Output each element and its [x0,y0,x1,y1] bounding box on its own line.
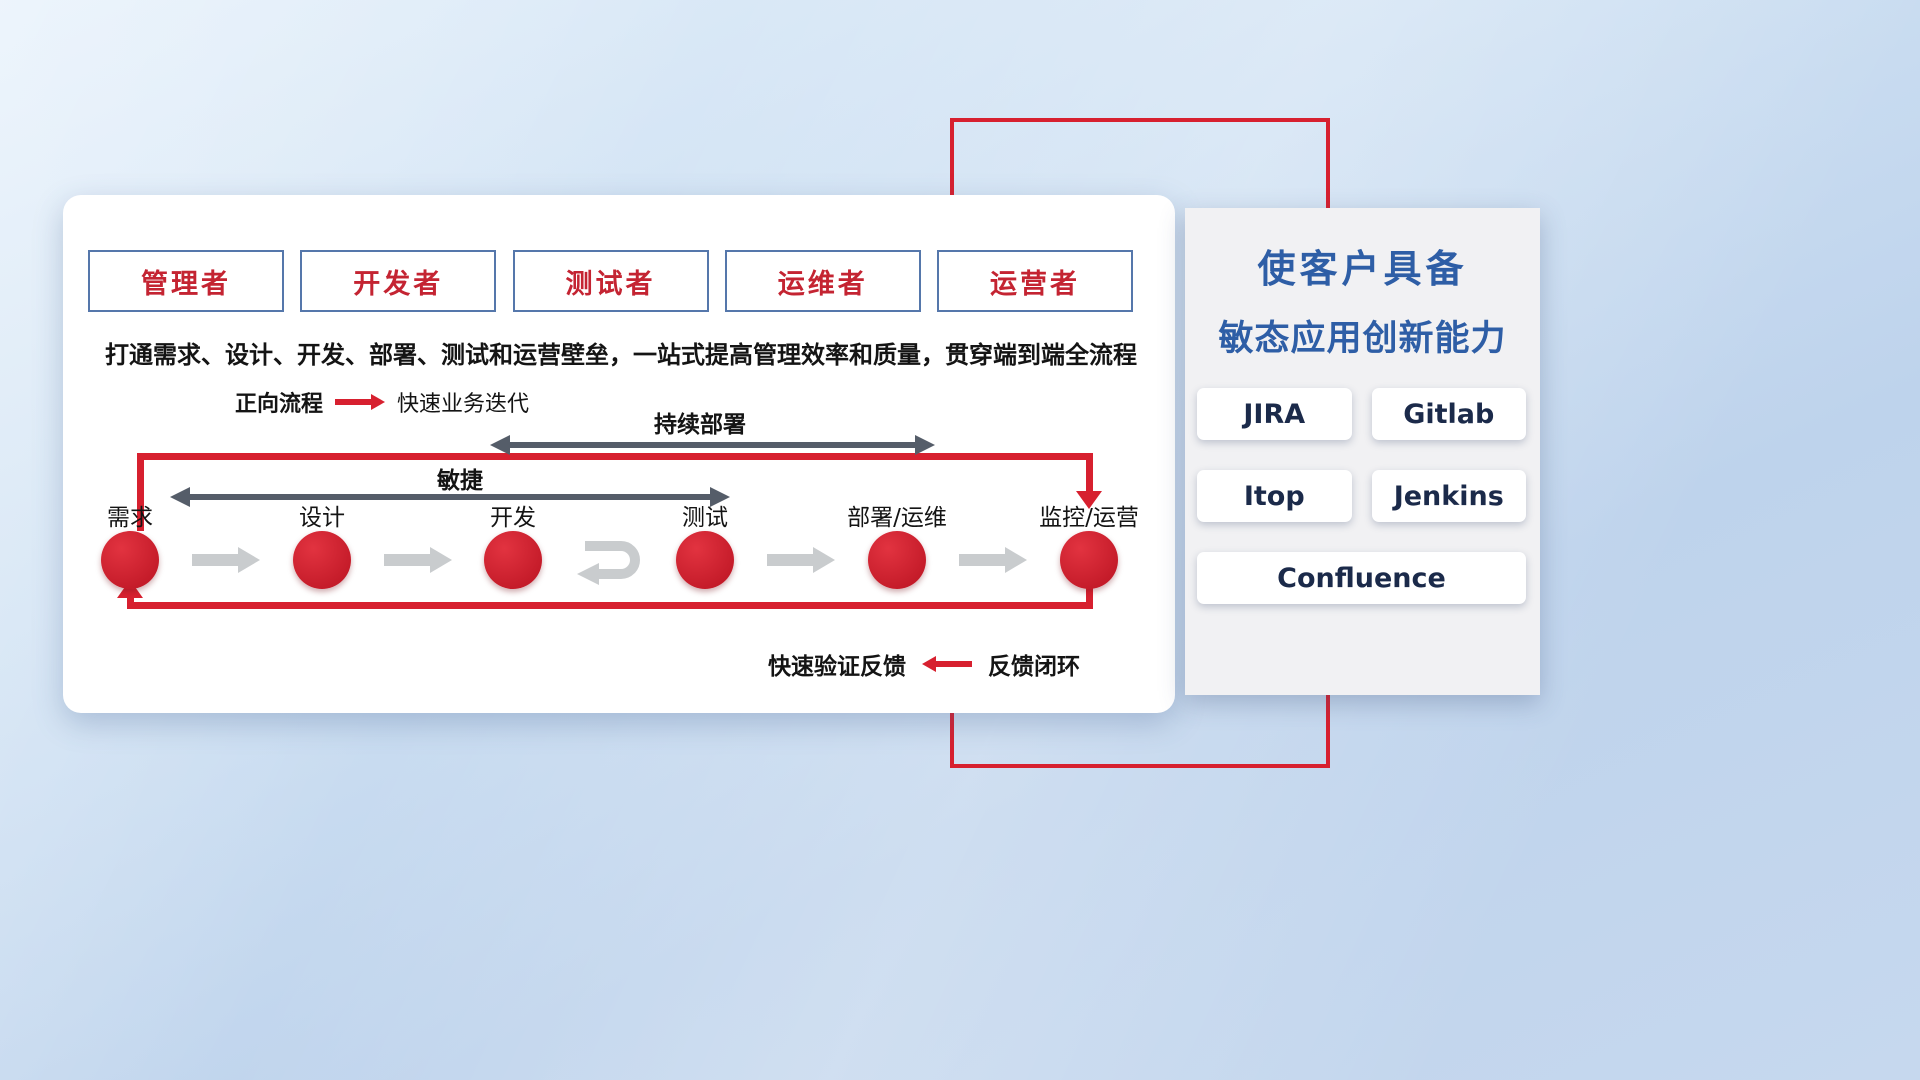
stage-circle [484,531,542,589]
tool-chip-confluence: Confluence [1197,552,1526,604]
stage-label: 测试 [682,505,728,531]
stage-label: 部署/运维 [847,505,947,531]
panel-title-line2: 敏态应用创新能力 [1218,319,1507,359]
role-label: 管理者 [141,268,231,300]
stage-circle [293,531,351,589]
stage-deploy-ops: 部署/运维 [827,505,967,589]
continuous-deployment-label: 持续部署 [654,412,746,438]
tool-chip-itop: Itop [1197,470,1352,522]
loop-down-arrowhead-icon [1076,491,1102,509]
tool-chip-gitlab: Gitlab [1371,388,1526,440]
iteration-arrow-icon [577,541,640,585]
role-box-operator: 运营者 [937,250,1133,312]
tool-chip-grid: JIRA Gitlab Itop Jenkins Confluence [1197,388,1526,604]
forward-flow-legend: 正向流程 快速业务迭代 [235,389,530,417]
subtitle-text: 打通需求、设计、开发、部署、测试和运营壁垒，一站式提高管理效率和质量，贯穿端到端… [105,341,1137,369]
stage-label: 开发 [490,505,536,531]
forward-arrow-icon [335,394,386,410]
stage-circle [1060,531,1118,589]
capability-panel: 使客户具备 敏态应用创新能力 JIRA Gitlab Itop Jenkins … [1185,208,1540,695]
agile-label: 敏捷 [437,468,483,494]
stage-monitor-ops: 监控/运营 [1019,505,1159,589]
feedback-legend: 快速验证反馈 反馈闭环 [768,650,1080,680]
feedback-arrow-icon [922,656,972,672]
role-label: 测试者 [565,268,656,300]
forward-flow-desc: 快速业务迭代 [397,392,530,417]
forward-flow-label: 正向流程 [235,392,324,417]
stage-design: 设计 [252,505,392,589]
tool-chip-jenkins: Jenkins [1371,470,1526,522]
stage-circle [868,531,926,589]
panel-title-line1: 使客户具备 [1257,247,1468,291]
loop-right-top-segment [1086,453,1093,493]
stage-label: 需求 [107,505,153,531]
role-box-developer: 开发者 [300,250,497,312]
role-label: 开发者 [353,268,444,300]
loop-left-top-segment [137,453,144,531]
stage-requirements: 需求 [60,505,200,589]
feedback-label: 反馈闭环 [988,654,1080,680]
stage-circle [101,531,159,589]
role-box-manager: 管理者 [88,250,284,312]
feedback-desc: 快速验证反馈 [768,654,906,680]
loop-left-bottom-segment [127,597,134,609]
tool-chip-jira: JIRA [1197,388,1352,440]
devops-flow-card: 管理者 开发者 测试者 运维者 运营者 打通需求、设计、开发、部署、测试和运营壁… [63,195,1175,713]
role-box-ops: 运维者 [724,250,921,312]
loop-bottom-line [127,602,1093,609]
roles-row: 管理者 开发者 测试者 运维者 运营者 [88,250,1133,312]
stage-label: 监控/运营 [1039,505,1139,531]
loop-top-line [137,453,1093,460]
loop-right-bottom-segment [1086,587,1093,609]
stage-circle [676,531,734,589]
stage-label: 设计 [299,505,345,531]
stage-testing: 测试 [635,505,775,589]
role-label: 运维者 [777,268,868,300]
agile-arrow [170,487,730,507]
continuous-deployment-arrow [490,435,935,455]
role-label: 运营者 [990,268,1080,300]
stage-development: 开发 [443,505,583,589]
role-box-tester: 测试者 [512,250,709,312]
